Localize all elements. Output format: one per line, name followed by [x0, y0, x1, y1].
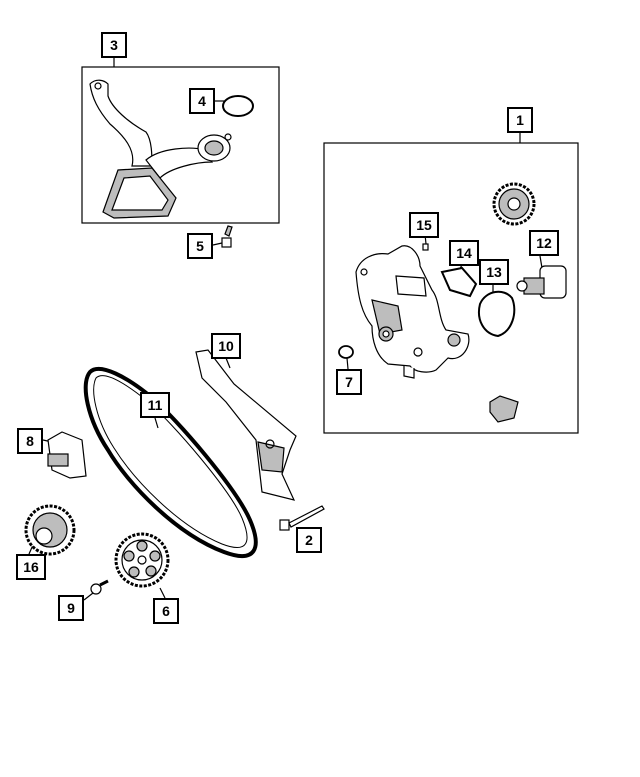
callout-16: 16 — [16, 554, 46, 580]
crankshaft-sprocket-icon — [24, 504, 76, 556]
o-ring-7-icon — [338, 345, 354, 359]
bolt-icon — [221, 225, 233, 248]
pump-group-frame — [323, 142, 579, 434]
callout-1: 1 — [507, 107, 533, 133]
dowel-pin-icon — [422, 243, 429, 251]
gasket-13-icon — [478, 290, 516, 338]
gasket-14-icon — [440, 266, 478, 298]
drive-gear-icon — [492, 182, 536, 226]
leader-12 — [539, 255, 543, 269]
callout-5: 5 — [187, 233, 213, 259]
callout-6: 6 — [153, 598, 179, 624]
chain-tensioner-icon — [47, 431, 87, 479]
callout-15: 15 — [409, 212, 439, 238]
callout-12: 12 — [529, 230, 559, 256]
pump-bracket-icon — [489, 395, 519, 423]
bolt-9-icon — [90, 579, 109, 595]
leader-11 — [154, 417, 159, 429]
callout-9: 9 — [58, 595, 84, 621]
callout-2: 2 — [296, 527, 322, 553]
leader-9 — [83, 592, 94, 601]
sprocket-icon — [114, 532, 170, 588]
callout-7: 7 — [336, 369, 362, 395]
chain-guide-icon — [195, 349, 297, 501]
callout-4: 4 — [189, 88, 215, 114]
callout-13: 13 — [479, 259, 509, 285]
callout-11: 11 — [140, 392, 170, 418]
leader-5 — [212, 242, 223, 246]
pressure-relief-valve-icon — [516, 265, 567, 299]
leader-7 — [346, 357, 349, 370]
pickup-group-frame — [81, 66, 280, 224]
o-ring-icon — [222, 95, 254, 117]
oil-pickup-tube-icon — [89, 79, 232, 219]
long-bolt-icon — [279, 505, 325, 531]
leader-10 — [225, 357, 231, 369]
callout-14: 14 — [449, 240, 479, 266]
callout-3: 3 — [101, 32, 127, 58]
leader-6 — [159, 587, 166, 599]
callout-10: 10 — [211, 333, 241, 359]
callout-8: 8 — [17, 428, 43, 454]
oil-pump-housing-icon — [355, 245, 470, 379]
leader-16 — [28, 544, 34, 555]
